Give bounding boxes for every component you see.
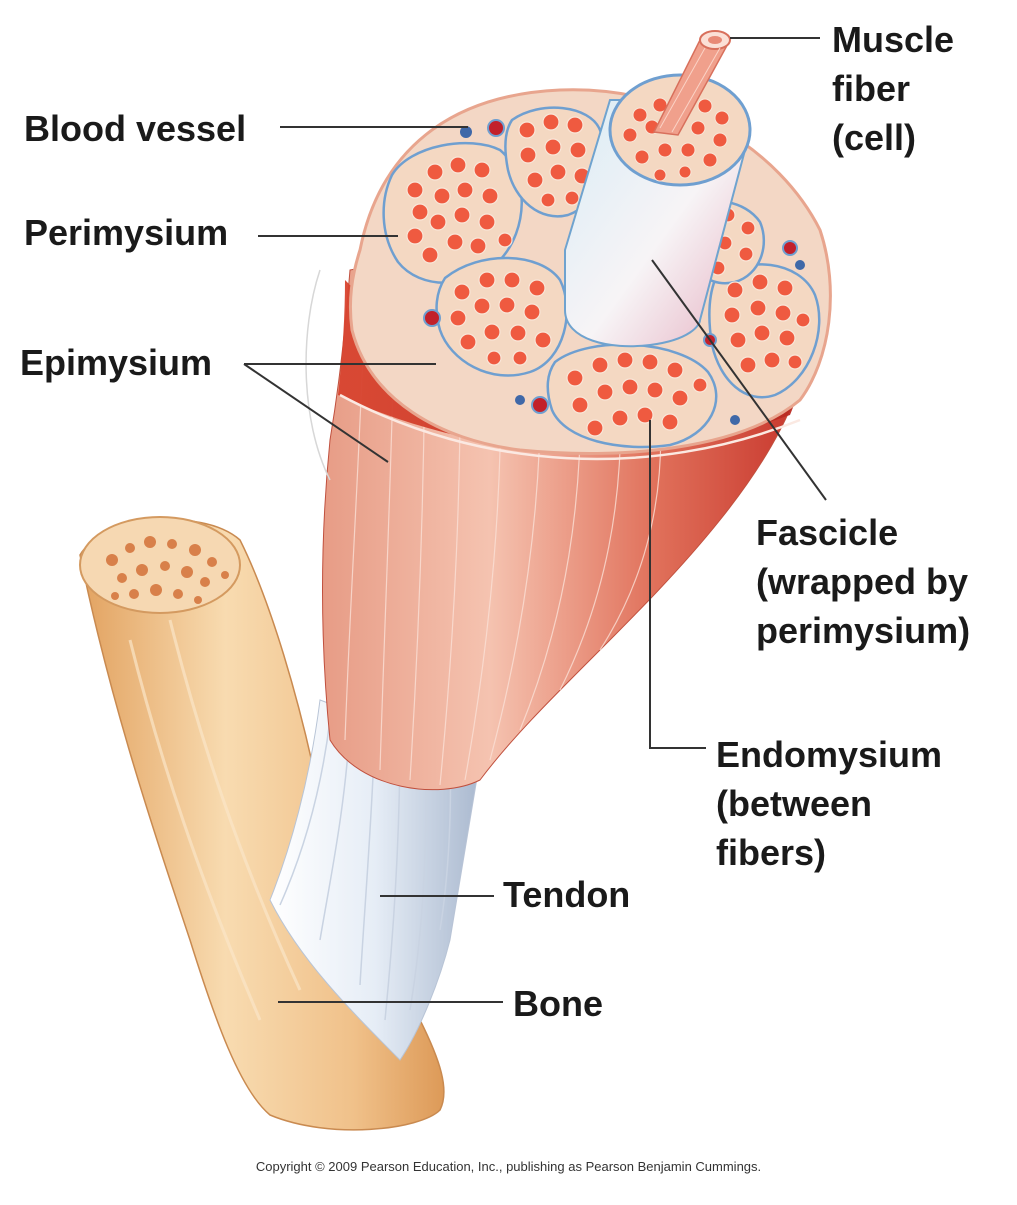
fiber-dots — [406, 113, 811, 437]
spongy-bone-pores — [106, 536, 229, 604]
label-endomysium-line3: fibers) — [716, 832, 827, 873]
label-endomysium: Endomysium (between fibers) — [716, 730, 942, 877]
label-fascicle: Fascicle (wrapped by perimysium) — [756, 508, 970, 655]
label-tendon: Tendon — [503, 874, 631, 915]
label-fascicle-line2: (wrapped by — [756, 561, 969, 602]
label-blood-vessel: Blood vessel — [24, 108, 247, 149]
label-endomysium-line1: Endomysium — [716, 734, 943, 775]
leader-fascicle — [651, 259, 827, 501]
label-perimysium: Perimysium — [24, 212, 229, 253]
leader-epimysium-2 — [243, 363, 389, 463]
label-fascicle-line1: Fascicle — [756, 512, 899, 553]
label-muscle-fiber-line3: (cell) — [832, 117, 917, 158]
copyright-notice: Copyright © 2009 Pearson Education, Inc.… — [255, 1159, 762, 1174]
leader-lines — [243, 37, 827, 1003]
label-muscle-fiber: Muscle fiber (cell) — [832, 15, 954, 162]
label-fascicle-line3: perimysium) — [756, 610, 971, 651]
label-epimysium: Epimysium — [20, 342, 213, 383]
label-muscle-fiber-line2: fiber — [832, 68, 911, 109]
leader-endomysium — [649, 420, 706, 749]
muscle-fiber-cylinder — [564, 30, 752, 348]
label-muscle-fiber-line1: Muscle — [832, 19, 955, 60]
label-bone: Bone — [513, 983, 603, 1024]
label-endomysium-line2: (between — [716, 783, 873, 824]
